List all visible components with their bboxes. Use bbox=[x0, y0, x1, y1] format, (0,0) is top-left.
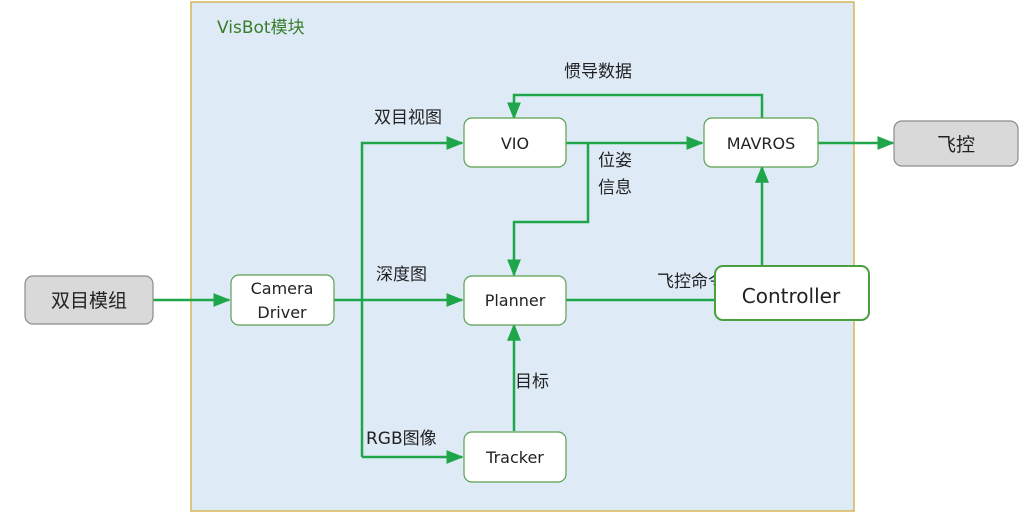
node-stereo-module: 双目模组 bbox=[24, 275, 154, 325]
container-title: VisBot模块 bbox=[217, 18, 305, 38]
node-camera-driver: Camera Driver bbox=[230, 274, 335, 326]
node-flight-control: 飞控 bbox=[893, 120, 1019, 167]
label-rgb-image: RGB图像 bbox=[366, 429, 437, 449]
mavros-label: MAVROS bbox=[727, 134, 796, 153]
label-stereo-view: 双目视图 bbox=[374, 108, 442, 128]
controller-label: Controller bbox=[742, 284, 841, 308]
edge-mavros-to-vio bbox=[507, 93, 764, 120]
label-pose-line2: 信息 bbox=[598, 178, 632, 198]
edges bbox=[153, 93, 895, 464]
node-tracker: Tracker bbox=[463, 431, 567, 483]
tracker-label: Tracker bbox=[485, 448, 544, 467]
flight-control-label: 飞控 bbox=[937, 134, 975, 156]
planner-label: Planner bbox=[485, 291, 546, 310]
node-controller: Controller bbox=[714, 265, 870, 321]
edge-vio-to-planner bbox=[507, 143, 590, 277]
edge-camera-to-vio bbox=[360, 136, 464, 457]
label-flight-cmd: 飞控命令 bbox=[657, 272, 725, 292]
label-target: 目标 bbox=[515, 372, 549, 392]
label-pose-line1: 位姿 bbox=[598, 151, 632, 171]
label-depth-map: 深度图 bbox=[376, 265, 427, 285]
node-mavros: MAVROS bbox=[703, 117, 819, 168]
label-imu-data: 惯导数据 bbox=[564, 62, 632, 82]
visbot-module-container bbox=[190, 1, 855, 512]
node-planner: Planner bbox=[463, 275, 567, 326]
stereo-module-label: 双目模组 bbox=[51, 290, 127, 312]
camera-driver-line2: Driver bbox=[257, 303, 307, 322]
camera-driver-line1: Camera bbox=[251, 279, 314, 298]
node-vio: VIO bbox=[463, 117, 567, 168]
vio-label: VIO bbox=[501, 134, 529, 153]
